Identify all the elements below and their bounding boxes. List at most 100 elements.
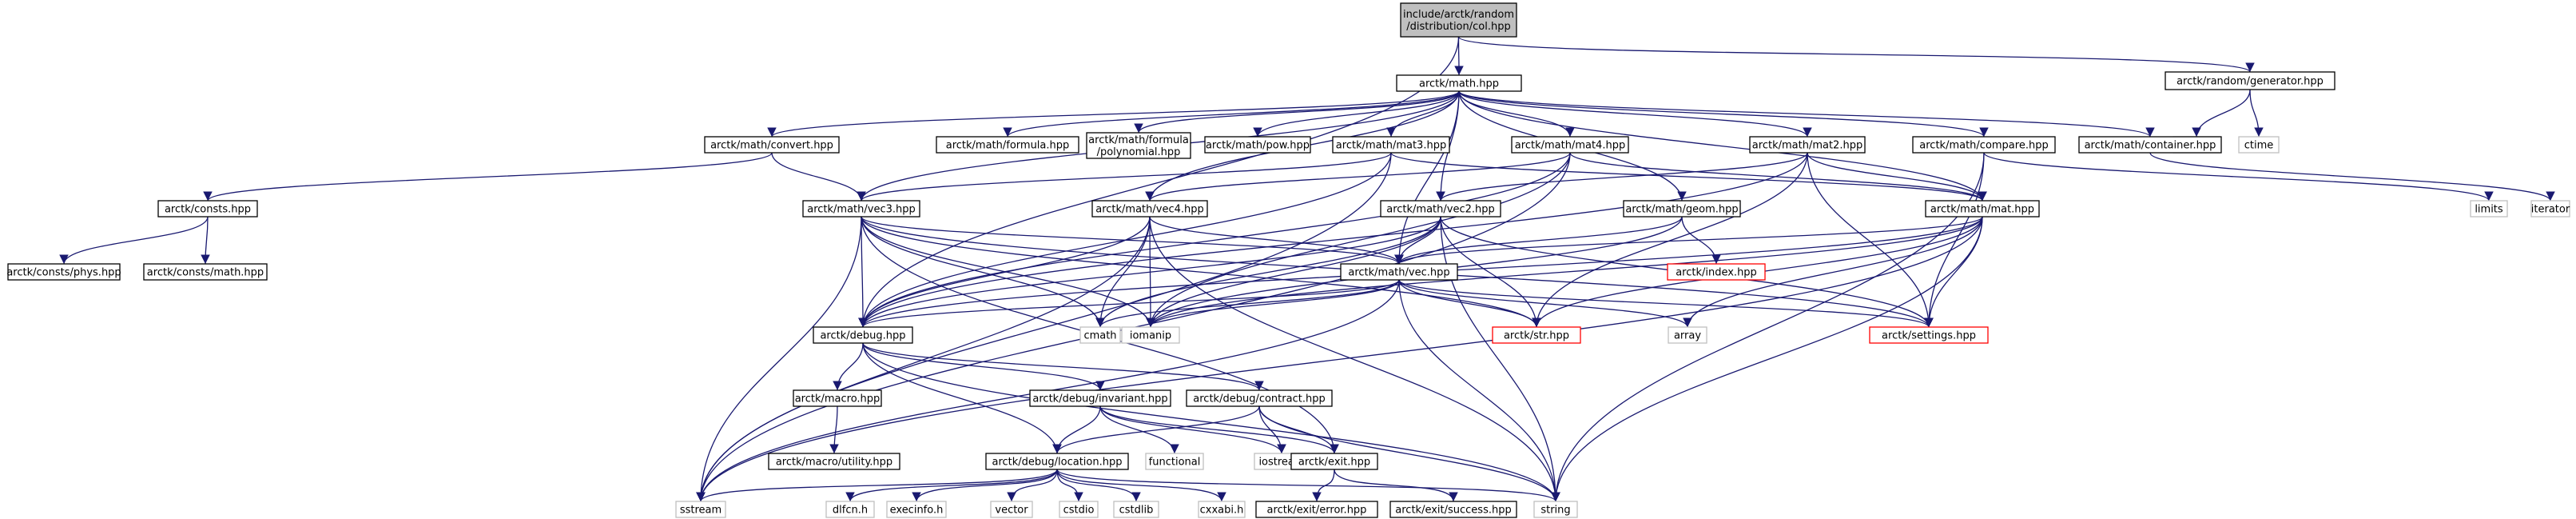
node-polynomial-box[interactable] <box>1086 132 1191 159</box>
node-convert-label: arctk/math/convert.hpp <box>710 140 833 152</box>
node-mat4-box[interactable] <box>1511 136 1629 154</box>
node-success-box[interactable] <box>1389 501 1517 518</box>
node-execinfo-label: execinfo.h <box>890 505 944 517</box>
node-vector: vector <box>990 501 1033 518</box>
node-math-box[interactable] <box>1396 74 1522 92</box>
node-index-box <box>1667 263 1766 281</box>
node-string-label: string <box>1540 505 1570 517</box>
node-vec4[interactable]: arctk/math/vec4.hpp <box>1091 200 1208 218</box>
node-consts-box[interactable] <box>157 200 258 218</box>
node-vec2-box[interactable] <box>1380 200 1501 218</box>
node-cstdlib-box <box>1113 501 1159 518</box>
node-cxxabi: cxxabi.h <box>1198 501 1246 518</box>
edge-vec-to-array <box>1398 279 1692 328</box>
node-generator[interactable]: arctk/random/generator.hpp <box>2165 71 2335 90</box>
node-array-label: array <box>1674 330 1701 342</box>
node-invariant[interactable]: arctk/debug/invariant.hpp <box>1029 389 1171 407</box>
node-macro-label: arctk/macro.hpp <box>795 393 881 405</box>
node-settings: arctk/settings.hpp <box>1869 326 1989 344</box>
edge-mat-to-vec <box>1394 216 1983 265</box>
node-pow-label: arctk/math/pow.hpp <box>1206 140 1310 152</box>
node-vec4-box[interactable] <box>1091 200 1208 218</box>
node-success[interactable]: arctk/exit/success.hpp <box>1389 501 1517 518</box>
edge-vec2-to-debug <box>858 216 1441 328</box>
node-vec-box[interactable] <box>1340 263 1458 281</box>
node-utility-box[interactable] <box>768 453 900 470</box>
node-sstream: sstream <box>675 501 726 518</box>
node-location[interactable]: arctk/debug/location.hpp <box>985 453 1129 470</box>
node-polynomial[interactable]: arctk/math/formula/polynomial.hpp <box>1086 132 1191 159</box>
node-generator-box[interactable] <box>2165 71 2335 90</box>
node-contract[interactable]: arctk/debug/contract.hpp <box>1186 389 1333 407</box>
edge-vec3-to-debug <box>858 216 868 328</box>
edge-math-to-mat2 <box>1458 90 1812 138</box>
node-mat2-box[interactable] <box>1749 136 1866 154</box>
edge-mat2-to-debug <box>858 152 1808 328</box>
node-location-label: arctk/debug/location.hpp <box>992 457 1122 469</box>
node-formula-box[interactable] <box>936 136 1079 154</box>
node-compare[interactable]: arctk/math/compare.hpp <box>1912 136 2056 154</box>
node-exit-box[interactable] <box>1290 453 1378 470</box>
node-math[interactable]: arctk/math.hpp <box>1396 74 1522 92</box>
node-phys-label: arctk/consts/phys.hpp <box>6 267 121 279</box>
node-str-label: arctk/str.hpp <box>1504 330 1569 342</box>
node-geom[interactable]: arctk/math/geom.hpp <box>1623 200 1741 218</box>
edge-debug-to-string <box>862 342 1560 502</box>
edge-math-to-compare <box>1458 90 1989 138</box>
node-mat2[interactable]: arctk/math/mat2.hpp <box>1749 136 1866 154</box>
node-cmath_h-box[interactable] <box>143 263 268 281</box>
node-macro-box[interactable] <box>793 389 882 407</box>
node-error-box[interactable] <box>1255 501 1378 518</box>
edge-contract-to-iostream <box>1258 405 1286 454</box>
edge-convert-to-vec3 <box>771 152 866 202</box>
node-cmath_h[interactable]: arctk/consts/math.hpp <box>143 263 268 281</box>
node-pow-box[interactable] <box>1204 136 1311 154</box>
edge-math-to-formula <box>1003 90 1460 138</box>
node-exit[interactable]: arctk/exit.hpp <box>1290 453 1378 470</box>
node-ctime-label: ctime <box>2244 140 2274 152</box>
node-pow[interactable]: arctk/math/pow.hpp <box>1204 136 1311 154</box>
node-mat-box[interactable] <box>1925 200 2040 218</box>
node-vec2[interactable]: arctk/math/vec2.hpp <box>1380 200 1501 218</box>
node-phys-box[interactable] <box>7 263 121 281</box>
node-location-box[interactable] <box>985 453 1129 470</box>
node-phys[interactable]: arctk/consts/phys.hpp <box>6 263 121 281</box>
node-invariant-box[interactable] <box>1029 389 1171 407</box>
node-error[interactable]: arctk/exit/error.hpp <box>1255 501 1378 518</box>
node-string: string <box>1533 501 1578 518</box>
node-root-label: /distribution/col.hpp <box>1406 21 1510 33</box>
edge-vec-to-iomanip <box>1146 279 1400 328</box>
node-vec3-box[interactable] <box>802 200 920 218</box>
node-mat[interactable]: arctk/math/mat.hpp <box>1925 200 2040 218</box>
node-macro[interactable]: arctk/macro.hpp <box>793 389 882 407</box>
edge-mat2-to-vec2 <box>1436 152 1808 202</box>
edge-vec2-to-cmath <box>1095 216 1441 328</box>
node-container[interactable]: arctk/math/container.hpp <box>2078 136 2222 154</box>
node-cstdio-label: cstdio <box>1063 505 1095 517</box>
node-container-box[interactable] <box>2078 136 2222 154</box>
edge-root-to-generator <box>1457 36 2255 73</box>
node-consts[interactable]: arctk/consts.hpp <box>157 200 258 218</box>
node-limits-box <box>2470 200 2508 218</box>
node-sstream-box <box>675 501 726 518</box>
node-debug-box[interactable] <box>813 326 913 344</box>
edge-mat3-to-mat <box>1390 152 1987 202</box>
node-mat3[interactable]: arctk/math/mat3.hpp <box>1332 136 1450 154</box>
node-convert-box[interactable] <box>704 136 840 154</box>
edge-location-to-vector <box>1007 469 1058 502</box>
node-geom-box[interactable] <box>1623 200 1741 218</box>
node-formula[interactable]: arctk/math/formula.hpp <box>936 136 1079 154</box>
node-vec3[interactable]: arctk/math/vec3.hpp <box>802 200 920 218</box>
node-convert[interactable]: arctk/math/convert.hpp <box>704 136 840 154</box>
node-compare-box[interactable] <box>1912 136 2056 154</box>
node-debug[interactable]: arctk/debug.hpp <box>813 326 913 344</box>
node-mat4[interactable]: arctk/math/mat4.hpp <box>1511 136 1629 154</box>
node-vec[interactable]: arctk/math/vec.hpp <box>1340 263 1458 281</box>
node-contract-box[interactable] <box>1186 389 1333 407</box>
node-mat3-box[interactable] <box>1332 136 1450 154</box>
node-exit-label: arctk/exit.hpp <box>1298 457 1370 469</box>
node-utility[interactable]: arctk/macro/utility.hpp <box>768 453 900 470</box>
node-execinfo: execinfo.h <box>886 501 947 518</box>
edge-vec-to-debug <box>858 279 1400 328</box>
edge-exit-to-success <box>1334 469 1458 502</box>
